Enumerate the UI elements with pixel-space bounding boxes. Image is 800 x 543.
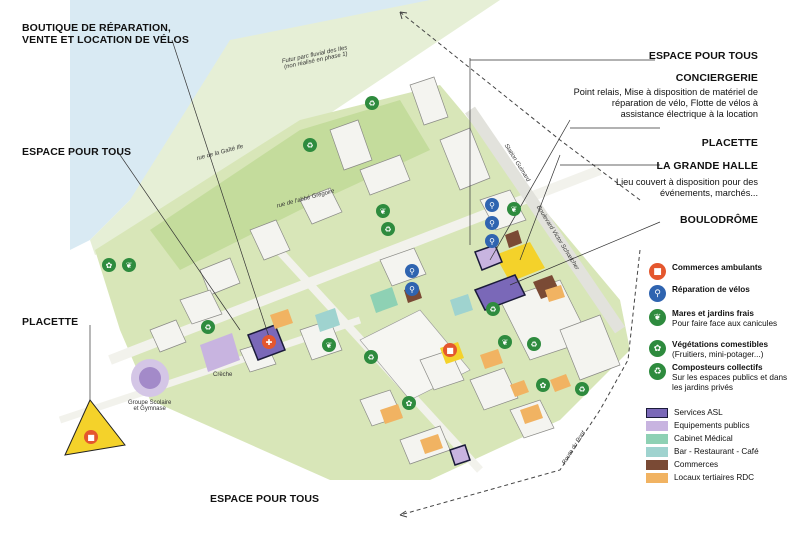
conciergerie-text: Point relais, Mise à disposition de maté…	[573, 87, 758, 119]
legend-reparation-velos: ⚲ Réparation de vélos	[649, 285, 750, 302]
river	[70, 0, 430, 250]
grande-halle-title: LA GRANDE HALLE	[656, 160, 758, 172]
swatch-equipements-publics	[646, 421, 668, 431]
legend-bar-restaurant: Bar - Restaurant - Café	[646, 446, 759, 458]
swatch-label: Services ASL	[674, 408, 723, 417]
sprout-icon[interactable]: ✿	[102, 258, 116, 272]
legend-equipements-publics: Equipements publics	[646, 420, 750, 432]
swatch-commerces	[646, 460, 668, 470]
swatch-bar-restaurant	[646, 447, 668, 457]
boutique-label: BOUTIQUE DE RÉPARATION, VENTE ET LOCATIO…	[22, 22, 189, 46]
swatch-label: Cabinet Médical	[674, 434, 733, 443]
recycle-icon[interactable]: ♻	[201, 320, 215, 334]
swatch-cabinet-medical	[646, 434, 668, 444]
sprout-icon[interactable]: ✿	[536, 378, 550, 392]
leader-lines	[89, 39, 661, 400]
swatch-label: Equipements publics	[674, 421, 750, 430]
legend-commerces-ambulants: ■ Commerces ambulants	[649, 263, 762, 280]
placette-label-right: PLACETTE	[701, 137, 758, 149]
recycle-icon[interactable]: ♻	[303, 138, 317, 152]
grande-halle-text: Lieu couvert à disposition pour des évén…	[616, 177, 758, 198]
placette-left-area	[64, 399, 126, 456]
leaf-icon[interactable]: ❦	[498, 335, 512, 349]
swatch-locaux-tertiaires	[646, 473, 668, 483]
bike-icon[interactable]: ⚲	[485, 234, 499, 248]
leaf-icon[interactable]: ❦	[376, 204, 390, 218]
grande-halle-yellow	[495, 242, 545, 282]
espace-label-top-right: ESPACE POUR TOUS	[648, 50, 758, 62]
legend-desc: Sur les espaces publics et dans les jard…	[672, 373, 788, 392]
recycle-icon[interactable]: ♻	[527, 337, 541, 351]
recycle-icon[interactable]: ♻	[575, 382, 589, 396]
leaf-icon[interactable]: ❦	[322, 338, 336, 352]
asl-bottom	[449, 444, 471, 466]
swatch-label: Bar - Restaurant - Café	[674, 447, 759, 456]
swatch-label: Commerces	[674, 460, 719, 469]
legend-desc: Pour faire face aux canicules	[672, 319, 778, 328]
swatch-services-asl	[646, 408, 668, 418]
legend-locaux-tertiaires: Locaux tertiaires RDC	[646, 472, 754, 484]
bike-icon[interactable]: ✚	[262, 335, 276, 349]
bike-icon: ⚲	[649, 285, 666, 302]
bike-icon[interactable]: ⚲	[485, 216, 499, 230]
school-circle-inner	[139, 367, 161, 389]
label-groupe-scolaire: Groupe Scolaire et Gymnase	[128, 400, 172, 412]
recycle-icon: ♻	[649, 363, 666, 380]
sprout-icon[interactable]: ✿	[402, 396, 416, 410]
boulevard	[465, 106, 625, 334]
leaf-icon[interactable]: ❦	[122, 258, 136, 272]
legend-services-asl: Services ASL	[646, 407, 723, 419]
sprout-icon: ✿	[649, 340, 666, 357]
cabinet-1	[370, 287, 398, 313]
espace-label-bottom: ESPACE POUR TOUS	[210, 493, 320, 505]
cabinet-2	[315, 308, 340, 332]
street-main	[108, 165, 602, 365]
label-creche: Crèche	[213, 372, 233, 378]
recycle-icon[interactable]: ♻	[486, 302, 500, 316]
legend-title: Réparation de vélos	[672, 285, 750, 294]
truck-icon[interactable]: ■	[84, 430, 98, 444]
route-dashed-top	[399, 11, 641, 201]
recycle-icon[interactable]: ♻	[381, 222, 395, 236]
placette-label-left: PLACETTE	[22, 316, 79, 328]
tertiary-spaces	[270, 285, 571, 454]
bike-icon[interactable]: ⚲	[405, 264, 419, 278]
cabinet-3	[450, 294, 473, 316]
bike-icon[interactable]: ⚲	[405, 282, 419, 296]
legend-vegetations: ✿ Végétations comestibles(Fruitiers, min…	[649, 340, 797, 360]
bike-icon[interactable]: ⚲	[485, 198, 499, 212]
legend-title: Végétations comestibles	[672, 340, 769, 349]
legend-title: Commerces ambulants	[672, 263, 763, 272]
truck-icon[interactable]: ■	[443, 343, 457, 357]
legend-title: Composteurs collectifs	[672, 363, 763, 372]
truck-icon: ■	[649, 263, 666, 280]
legend-title: Mares et jardins frais	[672, 309, 754, 318]
creche	[200, 333, 240, 372]
legend-commerces: Commerces	[646, 459, 718, 471]
swatch-label: Locaux tertiaires RDC	[674, 473, 755, 482]
commerce-brown-3	[505, 230, 522, 248]
leaf-icon: ❦	[649, 309, 666, 326]
conciergerie-title: CONCIERGERIE	[675, 72, 758, 84]
recycle-icon[interactable]: ♻	[365, 96, 379, 110]
legend-desc: (Fruitiers, mini-potager...)	[672, 350, 764, 359]
leaf-icon[interactable]: ❦	[507, 202, 521, 216]
recycle-icon[interactable]: ♻	[364, 350, 378, 364]
boulodrome-label: BOULODRÔME	[680, 214, 758, 226]
legend-cabinet-medical: Cabinet Médical	[646, 433, 733, 445]
espace-label-top-left: ESPACE POUR TOUS	[22, 146, 132, 158]
route-dashed-right	[399, 249, 641, 516]
